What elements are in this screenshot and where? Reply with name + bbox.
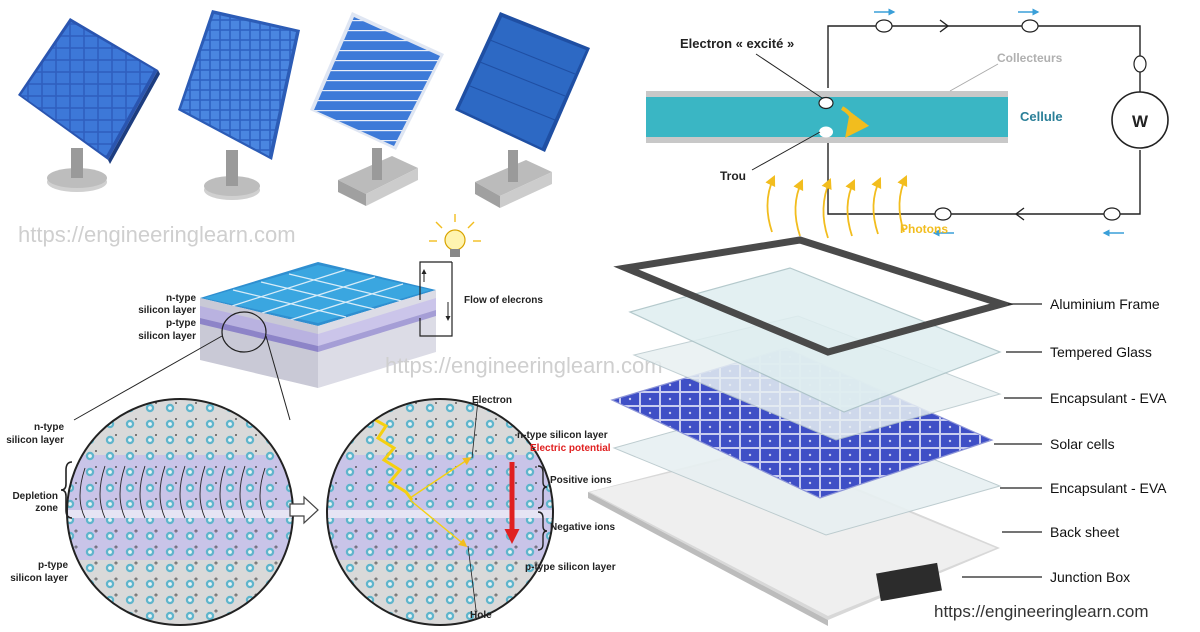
ptype-left-line1: p-type <box>38 560 68 571</box>
electron-right-label: Electron <box>472 395 512 406</box>
solar-panel-4 <box>455 12 590 208</box>
ptype-top-line2: silicon layer <box>138 331 196 342</box>
depletion-line2: zone <box>35 503 58 514</box>
depletion-line1: Depletion <box>12 491 58 502</box>
ntype-top-line1: n-type <box>166 293 196 304</box>
collectors-label: Collecteurs <box>997 51 1063 65</box>
exploded-panel <box>588 236 1042 626</box>
solar-panel-3 <box>310 12 444 206</box>
tempered-glass-layer <box>628 267 1002 413</box>
layer-label-tempered-glass: Tempered Glass <box>1050 344 1152 360</box>
solar-panel-2 <box>178 10 300 200</box>
ntype-right-label: n-type silicon layer <box>517 430 608 441</box>
electric-potential-label: Electric potential <box>530 443 611 454</box>
negative-ions-label: Negative ions <box>550 522 615 533</box>
ntype-left-line2: silicon layer <box>6 435 64 446</box>
cell-label: Cellule <box>1020 109 1063 124</box>
ntype-top-line2: silicon layer <box>138 305 196 316</box>
transition-arrow-icon <box>289 495 319 525</box>
cell-circuit: W <box>646 8 1169 239</box>
watermark-middle: https://engineeringlearn.com <box>385 353 663 378</box>
ptype-top-line1: p-type <box>166 318 196 329</box>
back-sheet-layer <box>588 448 1000 626</box>
layer-label-solar-cells: Solar cells <box>1050 436 1115 452</box>
photons-label: Photons <box>900 222 948 236</box>
pn-junction-block <box>73 262 436 421</box>
solar-panel-1 <box>18 18 160 192</box>
positive-ions-label: Positive ions <box>550 475 612 486</box>
external-circuit <box>419 261 453 337</box>
light-bulb-icon <box>429 214 481 257</box>
photon-rays <box>765 175 908 239</box>
layer-label-encapsulant-eva-bottom: Encapsulant - EVA <box>1050 480 1167 496</box>
ntype-left-line1: n-type <box>34 422 64 433</box>
layer-label-back-sheet: Back sheet <box>1050 524 1119 540</box>
layer-label-junction-box: Junction Box <box>1050 569 1130 585</box>
junction-zoom-left <box>60 398 294 626</box>
watermark-bottom: https://engineeringlearn.com <box>934 602 1149 621</box>
ptype-left-line2: silicon layer <box>10 573 68 584</box>
excited-electron-label: Electron « excité » <box>680 36 794 51</box>
layer-label-encapsulant-eva-top: Encapsulant - EVA <box>1050 390 1167 406</box>
aluminium-frame-layer <box>613 236 1015 356</box>
wattmeter-label: W <box>1132 112 1149 131</box>
excited-electron <box>818 96 834 110</box>
watermark-top: https://engineeringlearn.com <box>18 222 296 247</box>
hole-dot <box>819 126 833 138</box>
flow-of-electrons-label: Flow of elecrons <box>464 295 543 306</box>
junction-box <box>876 562 942 602</box>
ptype-right-label: p-type silicon layer <box>525 562 616 573</box>
hole-right-label: Hole <box>470 610 492 621</box>
hole-label: Trou <box>720 169 746 183</box>
layer-label-aluminium-frame: Aluminium Frame <box>1050 296 1160 312</box>
